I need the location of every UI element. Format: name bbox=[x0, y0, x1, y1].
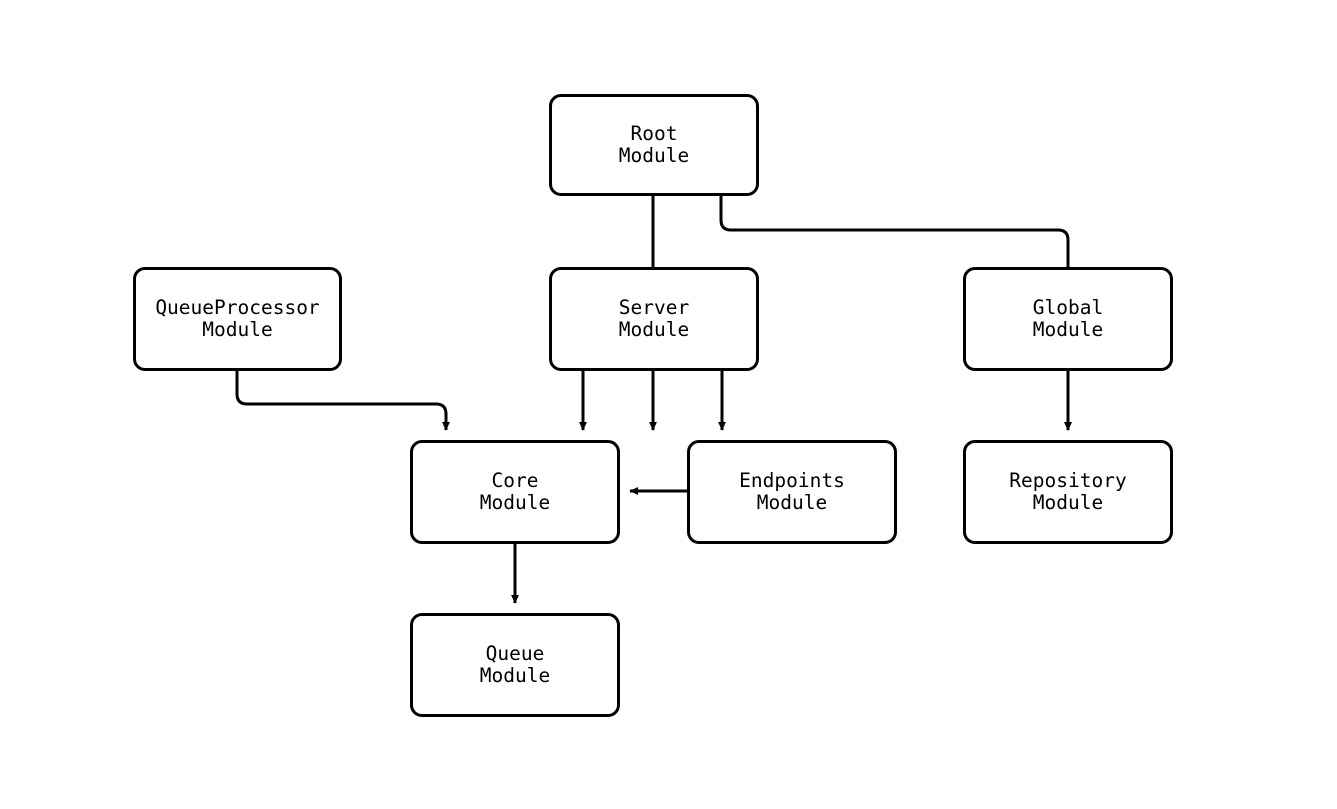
node-queueprocessor-module[interactable]: QueueProcessor Module bbox=[133, 267, 342, 371]
node-core-module[interactable]: Core Module bbox=[410, 440, 620, 544]
node-root-module[interactable]: Root Module bbox=[549, 94, 759, 196]
node-root-module-line2: Module bbox=[618, 144, 690, 167]
node-root-module-line1: Root bbox=[630, 122, 678, 145]
node-queueprocessor-module-line1: QueueProcessor bbox=[155, 296, 320, 319]
node-server-module[interactable]: Server Module bbox=[549, 267, 759, 371]
node-endpoints-module-line2: Module bbox=[756, 491, 828, 514]
node-core-module-line1: Core bbox=[491, 469, 539, 492]
node-queue-module-line2: Module bbox=[479, 664, 551, 687]
node-global-module[interactable]: Global Module bbox=[963, 267, 1173, 371]
edge-queueprocessor-to-core bbox=[235, 371, 450, 431]
node-core-module-line2: Module bbox=[479, 491, 551, 514]
node-queueprocessor-module-line2: Module bbox=[202, 318, 273, 341]
node-queue-module-line1: Queue bbox=[485, 642, 545, 665]
node-server-module-line1: Server bbox=[618, 296, 690, 319]
node-global-module-line1: Global bbox=[1032, 296, 1104, 319]
node-global-module-line2: Module bbox=[1032, 318, 1104, 341]
node-server-module-line2: Module bbox=[618, 318, 690, 341]
node-endpoints-module-line1: Endpoints bbox=[739, 469, 845, 492]
node-queue-module[interactable]: Queue Module bbox=[410, 613, 620, 717]
node-repository-module[interactable]: Repository Module bbox=[963, 440, 1173, 544]
node-repository-module-line1: Repository bbox=[1009, 469, 1127, 492]
node-repository-module-line2: Module bbox=[1032, 491, 1104, 514]
node-endpoints-module[interactable]: Endpoints Module bbox=[687, 440, 897, 544]
